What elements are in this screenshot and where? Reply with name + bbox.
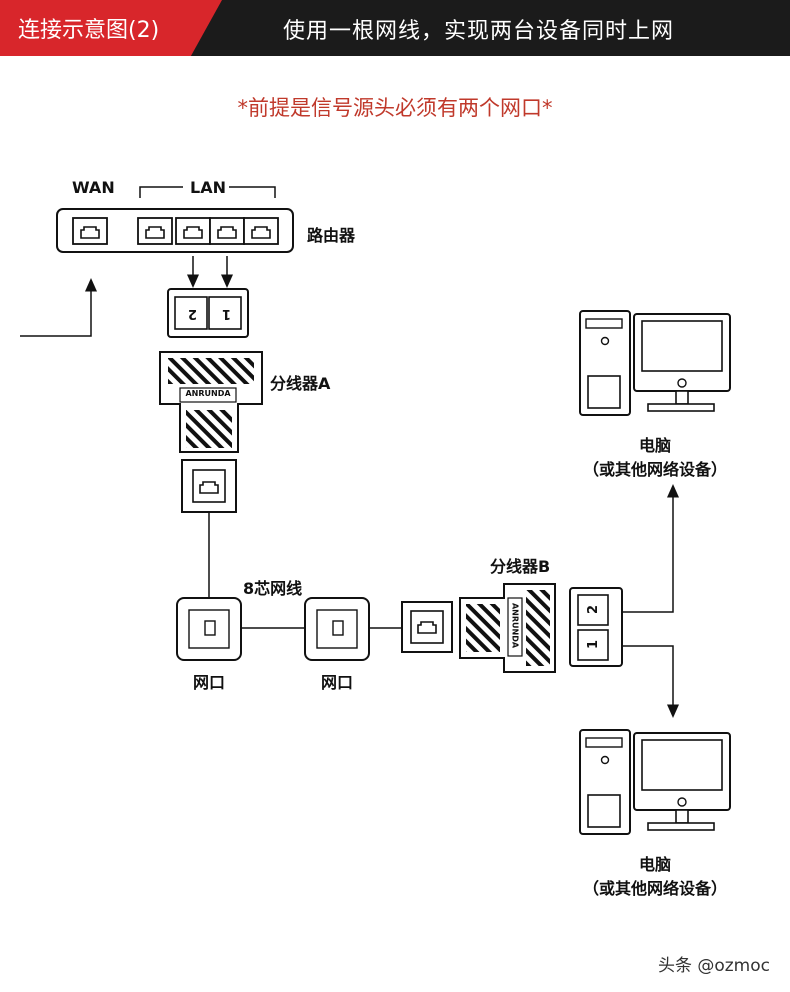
splitter-b-label: 分线器B bbox=[490, 557, 551, 576]
splitter-b-port-1-label: 1 bbox=[586, 639, 602, 650]
wan-label: WAN bbox=[72, 178, 115, 197]
wall-port-1 bbox=[176, 597, 242, 661]
lan-ports bbox=[137, 217, 279, 245]
wall-port-1-label: 网口 bbox=[192, 673, 225, 692]
computer-1-note: （或其他网络设备） bbox=[582, 460, 727, 479]
header-tag: 连接示意图(2) bbox=[0, 0, 222, 56]
computer-2-name: 电脑 bbox=[638, 855, 671, 874]
router bbox=[56, 186, 294, 253]
router-label: 路由器 bbox=[307, 226, 356, 245]
splitter-b-port-2-label: 2 bbox=[586, 604, 602, 615]
computer-2 bbox=[579, 729, 731, 835]
computer-1-name: 电脑 bbox=[638, 436, 671, 455]
splitter-a bbox=[159, 288, 263, 513]
wall-port-2-label: 网口 bbox=[320, 673, 353, 692]
subtitle: *前提是信号源头必须有两个网口* bbox=[237, 96, 553, 120]
computer-1 bbox=[579, 310, 731, 416]
splitter-a-label: 分线器A bbox=[270, 374, 331, 393]
splitter-b bbox=[401, 583, 623, 673]
splitter-b-brand: ANRUNDA bbox=[510, 602, 520, 649]
splitter-a-port-2-label: 2 bbox=[188, 306, 198, 321]
header-tag-text: 连接示意图(2) bbox=[18, 18, 160, 43]
header-bar: 连接示意图(2) 使用一根网线，实现两台设备同时上网 bbox=[0, 0, 790, 56]
wan-port bbox=[72, 217, 108, 245]
wall-port-2 bbox=[304, 597, 370, 661]
lan-label: LAN bbox=[190, 178, 226, 197]
splitter-a-port-1-label: 1 bbox=[222, 306, 232, 321]
computer-2-note: （或其他网络设备） bbox=[582, 879, 727, 898]
splitter-a-brand: ANRUNDA bbox=[185, 389, 231, 398]
header-title: 使用一根网线，实现两台设备同时上网 bbox=[283, 19, 675, 44]
watermark: 头条 @ozmoc bbox=[657, 956, 770, 976]
cable-label: 8芯网线 bbox=[243, 579, 303, 598]
